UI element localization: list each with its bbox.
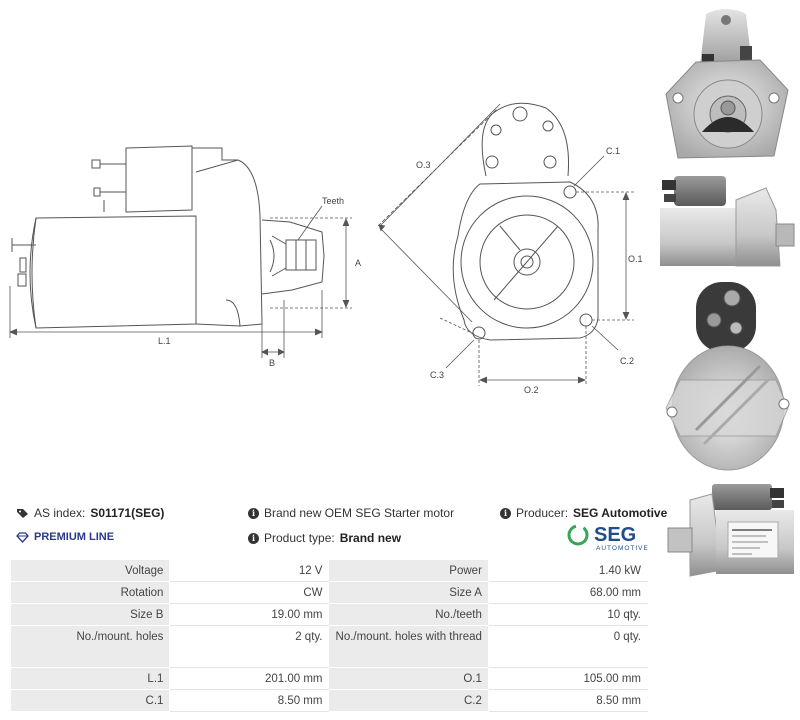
svg-text:AUTOMOTIVE: AUTOMOTIVE <box>596 545 649 552</box>
table-row: C.1 8.50 mm C.2 8.50 mm <box>9 689 649 712</box>
starter-side-view <box>11 145 325 329</box>
label-teeth: Teeth <box>322 196 344 206</box>
producer-value: SEG Automotive <box>573 506 668 520</box>
technical-drawing: Teeth A B L.1 O.3 C.1 O.1 C.2 C.3 O.2 <box>8 102 643 395</box>
spec-value: 8.50 mm <box>487 689 649 712</box>
premium-line-badge: PREMIUM LINE <box>16 531 114 543</box>
spec-value: CW <box>169 581 330 604</box>
spec-label: Size B <box>9 603 171 626</box>
svg-text:SEG: SEG <box>594 524 636 546</box>
product-photo-rear[interactable] <box>656 280 796 476</box>
spec-label: O.1 <box>328 667 489 690</box>
diamond-icon <box>16 531 29 543</box>
seg-automotive-logo: SEG AUTOMOTIVE <box>567 524 649 552</box>
spec-value: 8.50 mm <box>169 689 330 712</box>
spec-value: 10 qty. <box>487 603 649 626</box>
description-text: Brand new OEM SEG Starter motor <box>264 506 455 520</box>
product-type: i Product type: Brand new <box>248 531 401 545</box>
tag-icon <box>17 508 28 518</box>
producer: i Producer: SEG Automotive <box>500 506 667 520</box>
as-index-label: AS index: <box>34 506 86 520</box>
label-a: A <box>355 258 361 268</box>
spec-value: 201.00 mm <box>169 667 330 690</box>
spec-label: C.1 <box>9 689 171 712</box>
table-row: Rotation CW Size A 68.00 mm <box>9 581 649 604</box>
spec-table: Voltage 12 V Power 1.40 kW Rotation CW S… <box>9 559 649 712</box>
label-o2: O.2 <box>524 385 539 395</box>
as-index: AS index: S01171(SEG) <box>16 506 164 520</box>
info-icon: i <box>248 532 259 544</box>
label-o1: O.1 <box>628 254 643 264</box>
info-icon: i <box>248 507 259 519</box>
spec-value: 68.00 mm <box>487 581 649 604</box>
product-info: AS index: S01171(SEG) i Brand new OEM SE… <box>10 502 667 556</box>
product-photo-label[interactable] <box>656 480 796 590</box>
spec-value: 0 qty. <box>487 625 649 668</box>
product-photo-side[interactable] <box>656 170 796 274</box>
table-row: L.1 201.00 mm O.1 105.00 mm <box>9 667 649 690</box>
spec-label: No./mount. holes with thread <box>328 625 489 668</box>
table-row: Voltage 12 V Power 1.40 kW <box>9 559 649 582</box>
spec-value: 105.00 mm <box>487 667 649 690</box>
spec-value: 12 V <box>169 559 330 582</box>
spec-label: Size A <box>328 581 489 604</box>
spec-label: No./teeth <box>328 603 489 626</box>
producer-label: Producer: <box>516 506 569 520</box>
as-index-value: S01171(SEG) <box>90 506 165 520</box>
spec-label: L.1 <box>9 667 171 690</box>
product-photos <box>656 0 800 600</box>
spec-label: C.2 <box>328 689 489 712</box>
spec-value: 2 qty. <box>169 625 330 668</box>
spec-label: Power <box>328 559 489 582</box>
premium-line-text: PREMIUM LINE <box>34 531 115 543</box>
product-photo-front[interactable] <box>656 6 796 172</box>
table-row: No./mount. holes 2 qty. No./mount. holes… <box>9 625 649 668</box>
label-o3: O.3 <box>416 160 431 170</box>
product-type-value: Brand new <box>339 531 402 545</box>
spec-value: 1.40 kW <box>487 559 649 582</box>
label-l1: L.1 <box>158 336 171 346</box>
starter-front-view <box>452 102 599 341</box>
spec-label: No./mount. holes <box>9 625 171 668</box>
table-row: Size B 19.00 mm No./teeth 10 qty. <box>9 603 649 626</box>
product-type-label: Product type: <box>264 531 335 545</box>
label-c2: C.2 <box>620 356 634 366</box>
spec-label: Rotation <box>9 581 171 604</box>
product-description: i Brand new OEM SEG Starter motor <box>248 506 454 520</box>
info-icon: i <box>500 507 511 519</box>
spec-label: Voltage <box>9 559 171 582</box>
label-c1: C.1 <box>606 146 620 156</box>
spec-value: 19.00 mm <box>169 603 330 626</box>
label-b: B <box>269 358 275 368</box>
label-c3: C.3 <box>430 370 444 380</box>
